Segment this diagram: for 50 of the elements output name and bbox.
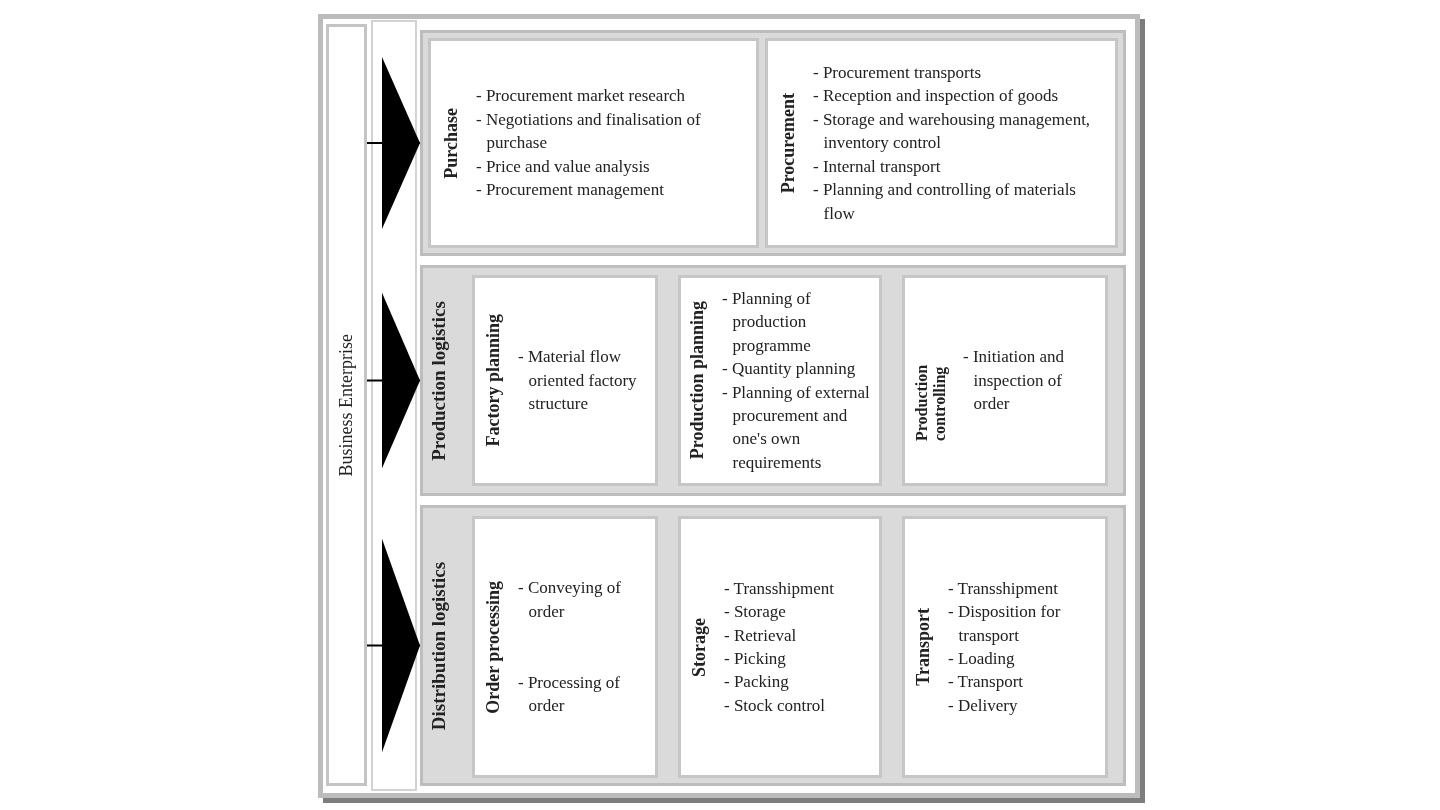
box-heading: Transport bbox=[913, 608, 934, 686]
list-item: - Material flow oriented factory structure bbox=[518, 346, 638, 416]
list-item: - Initiation and inspection of order bbox=[963, 346, 1066, 416]
box-heading: Production controlling bbox=[913, 363, 949, 441]
group-band bbox=[420, 30, 1126, 256]
function-box bbox=[765, 38, 1118, 248]
list-item: - Quantity planning bbox=[722, 358, 857, 381]
list-item: - Price and value analysis bbox=[476, 155, 651, 178]
list-item: - Picking bbox=[724, 648, 787, 670]
group-band bbox=[420, 265, 1126, 496]
list-item: - Planning of external procurement and one's own requirements bbox=[722, 381, 871, 474]
list-item: - Planning and controlling of materials flow bbox=[813, 179, 1077, 225]
list-item: - Procurement market research bbox=[476, 85, 687, 108]
function-box bbox=[902, 275, 1108, 486]
list-item: - Storage and warehousing management, inventory control bbox=[813, 108, 1092, 155]
list-item: - Packing bbox=[724, 671, 790, 694]
band-title: Production logistics bbox=[428, 300, 450, 461]
band-title: Distribution logistics bbox=[428, 561, 450, 730]
list-item: - Internal transport bbox=[813, 155, 942, 178]
box-heading: Order processing bbox=[483, 580, 504, 714]
side-title: Business Enterprise bbox=[336, 333, 357, 477]
list-item: - Reception and inspection of goods bbox=[813, 85, 1060, 108]
list-item: - Conveying of order bbox=[518, 577, 622, 623]
box-heading: Procurement bbox=[778, 92, 799, 194]
box-heading: Purchase bbox=[441, 107, 462, 179]
list-item: - Planning of production programme bbox=[722, 287, 812, 357]
function-box bbox=[678, 516, 882, 778]
list-item: - Procurement management bbox=[476, 179, 665, 202]
list-item: - Stock control bbox=[724, 694, 827, 717]
list-item: - Retrieval bbox=[724, 624, 798, 647]
list-item: - Processing of order bbox=[518, 672, 621, 718]
box-heading: Factory planning bbox=[483, 314, 504, 447]
list-item: - Loading bbox=[948, 648, 1016, 670]
function-box bbox=[678, 275, 882, 486]
list-item: - Transport bbox=[948, 671, 1025, 694]
list-item: - Transshipment bbox=[724, 577, 836, 600]
function-box bbox=[472, 516, 658, 778]
box-heading: Storage bbox=[689, 617, 710, 677]
list-item: - Disposition for transport bbox=[948, 601, 1062, 647]
list-item: - Transshipment bbox=[948, 577, 1060, 600]
function-box bbox=[472, 275, 658, 486]
list-item: - Negotiations and finalisation of purchase bbox=[476, 108, 702, 155]
function-box bbox=[902, 516, 1108, 778]
list-item: - Procurement transports bbox=[813, 61, 983, 84]
list-item: - Storage bbox=[724, 601, 787, 624]
side-band bbox=[326, 24, 367, 786]
list-item: - Delivery bbox=[948, 694, 1019, 717]
group-band bbox=[420, 505, 1126, 786]
box-heading: Production planning bbox=[687, 301, 708, 460]
function-box bbox=[428, 38, 759, 248]
